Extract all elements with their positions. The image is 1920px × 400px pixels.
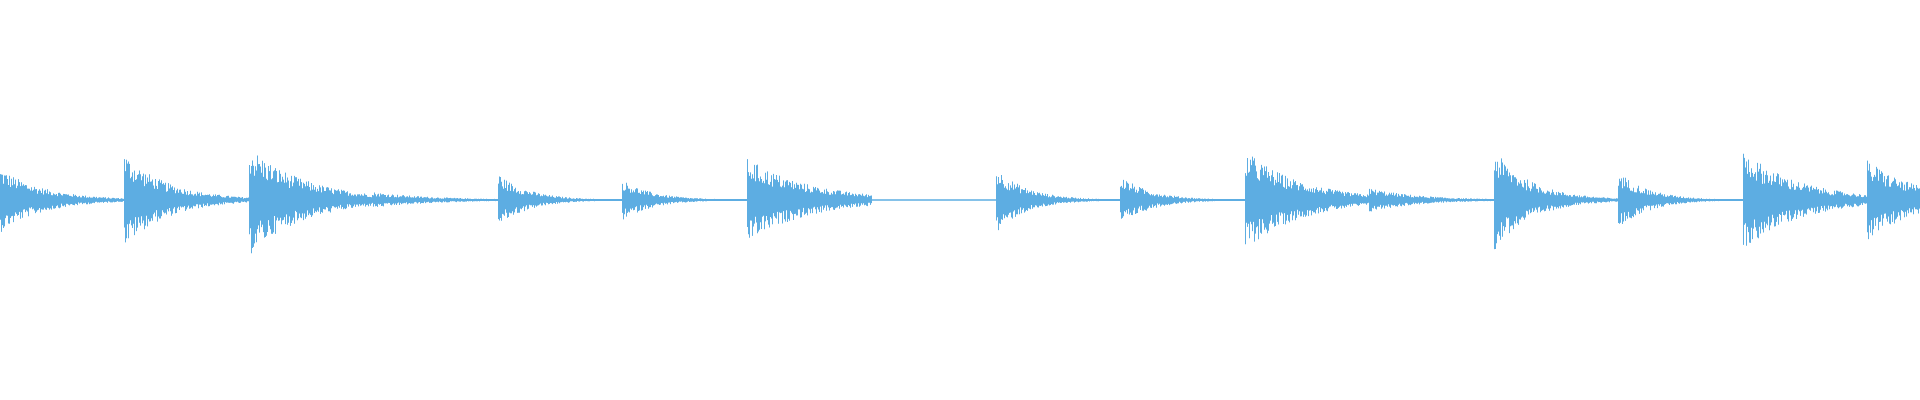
waveform-hit-15 bbox=[1867, 160, 1920, 240]
waveform-hit-3 bbox=[373, 192, 499, 207]
waveform-hit-6 bbox=[747, 159, 872, 238]
waveform-hit-9 bbox=[1120, 179, 1246, 219]
waveform-hit-13 bbox=[1618, 177, 1744, 224]
waveform-hit-2 bbox=[249, 155, 374, 254]
waveform-hit-12 bbox=[1494, 158, 1619, 250]
waveform-hit-1 bbox=[124, 159, 250, 243]
waveform-hit-11 bbox=[1369, 188, 1495, 212]
waveform-hit-0 bbox=[0, 174, 125, 232]
waveform-hit-4 bbox=[498, 176, 623, 221]
waveform-hit-10 bbox=[1245, 156, 1370, 245]
waveform-hit-8 bbox=[996, 175, 1121, 231]
waveform-hit-5 bbox=[622, 182, 748, 220]
waveform-hit-14 bbox=[1743, 153, 1868, 246]
